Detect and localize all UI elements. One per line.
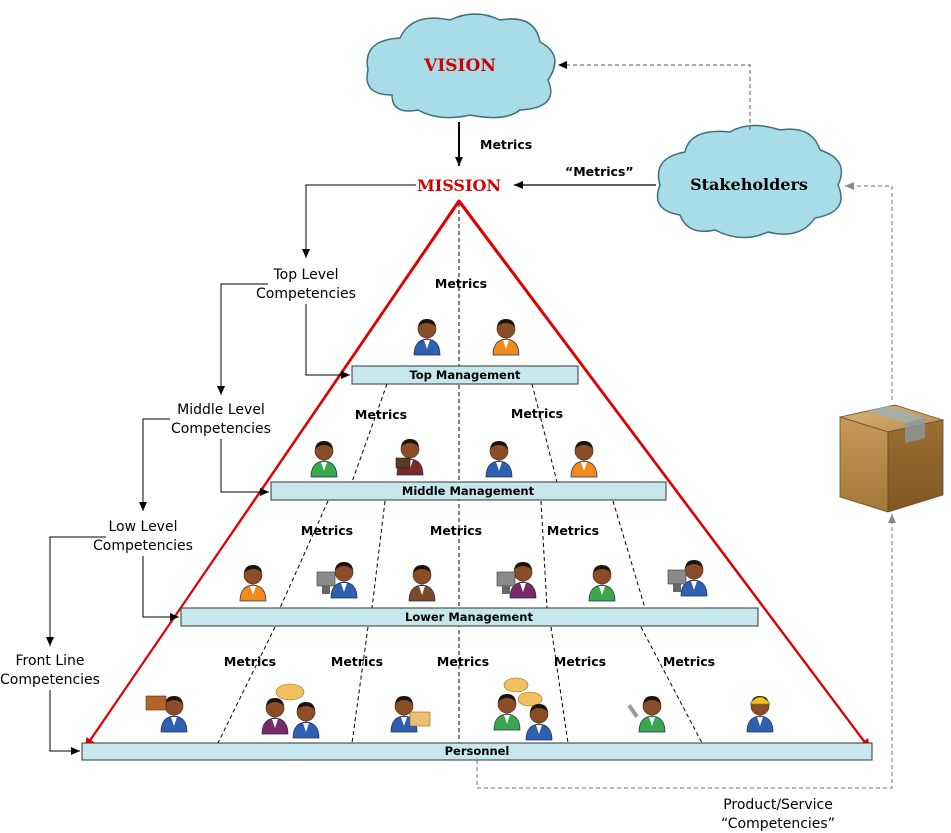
person-brown-icon (408, 564, 436, 602)
product-to-stakeholders-arrow (845, 182, 893, 400)
lower-management-bar (180, 607, 759, 627)
person-blue-icon (485, 440, 513, 478)
low-competencies-to-bar-arrow (142, 556, 179, 621)
product-service-line2: “Competencies” (721, 816, 835, 832)
metrics-label-lower-3: Metrics (547, 523, 599, 538)
person-briefcase-icon (395, 438, 424, 476)
metrics-label-lower-2: Metrics (430, 523, 482, 538)
middle-competencies-line2: Competencies (171, 421, 271, 437)
pyramid-right-arrow (458, 199, 871, 750)
middle-management-bar (270, 481, 667, 501)
manager-woman-icon (492, 318, 520, 356)
mechanic-wrench-icon (627, 695, 666, 733)
metrics-label-middle-left: Metrics (355, 407, 407, 422)
low-competencies-line2: Competencies (93, 538, 193, 554)
top-competencies-line1: Top Level (272, 267, 338, 283)
metrics-label-personnel-1: Metrics (224, 654, 276, 669)
top-management-label: Top Management (409, 368, 521, 382)
vision-metrics-label: Metrics (480, 137, 532, 152)
front-competencies-line1: Front Line (15, 653, 84, 669)
person-green-icon (310, 440, 338, 478)
metrics-label-top: Metrics (435, 276, 487, 291)
person-computer-icon (667, 559, 708, 597)
vision-cloud: VISION (366, 13, 556, 119)
person-orange-icon (570, 440, 598, 478)
product-box-icon (838, 404, 945, 513)
metrics-label-middle-right: Metrics (511, 406, 563, 421)
top-management-bar (351, 365, 579, 385)
stakeholders-to-vision-arrow (558, 61, 751, 130)
stakeholders-cloud: Stakeholders (656, 124, 843, 239)
manager-person-icon (413, 318, 441, 356)
front-competencies-to-bar-arrow (49, 690, 80, 755)
low-competencies-line1: Low Level (109, 519, 178, 535)
people-talking-icon (261, 683, 320, 739)
metrics-label-personnel-4: Metrics (554, 654, 606, 669)
product-service-line1: Product/Service (723, 797, 833, 813)
middle-competencies-line1: Middle Level (177, 402, 265, 418)
person-green-icon (588, 564, 616, 602)
worker-toolbox-icon (145, 695, 188, 733)
pyramid-dividers (217, 203, 703, 744)
delivery-worker-icon (390, 695, 431, 733)
stakeholders-label: Stakeholders (690, 175, 808, 194)
stakeholder-metrics-label: “Metrics” (565, 164, 634, 179)
vision-label: VISION (423, 56, 496, 76)
middle-management-label: Middle Management (402, 484, 535, 498)
lower-management-label: Lower Management (405, 610, 533, 624)
metrics-label-personnel-3: Metrics (437, 654, 489, 669)
personnel-to-product-arrow (476, 514, 896, 789)
people-talking-icon (493, 677, 553, 741)
top-to-middle-arrow (217, 283, 268, 395)
top-competencies-line2: Competencies (256, 286, 356, 302)
person-computer-icon (316, 561, 358, 599)
metrics-label-personnel-2: Metrics (331, 654, 383, 669)
personnel-bar (81, 742, 873, 761)
person-headset-computer-icon (496, 561, 537, 599)
personnel-label: Personnel (445, 744, 510, 758)
mission-to-top-arrow (302, 184, 416, 258)
metrics-label-lower-1: Metrics (301, 523, 353, 538)
metrics-label-personnel-5: Metrics (663, 654, 715, 669)
low-to-front-arrow (46, 536, 106, 646)
mission-label: MISSION (417, 176, 501, 195)
middle-competencies-to-bar-arrow (220, 439, 269, 496)
pyramid-left-arrow (84, 199, 460, 749)
top-competencies-to-bar-arrow (305, 304, 350, 379)
construction-worker-icon (746, 695, 774, 733)
middle-to-low-arrow (139, 418, 170, 511)
front-competencies-line2: Competencies (0, 672, 100, 688)
person-orange-icon (239, 564, 267, 602)
